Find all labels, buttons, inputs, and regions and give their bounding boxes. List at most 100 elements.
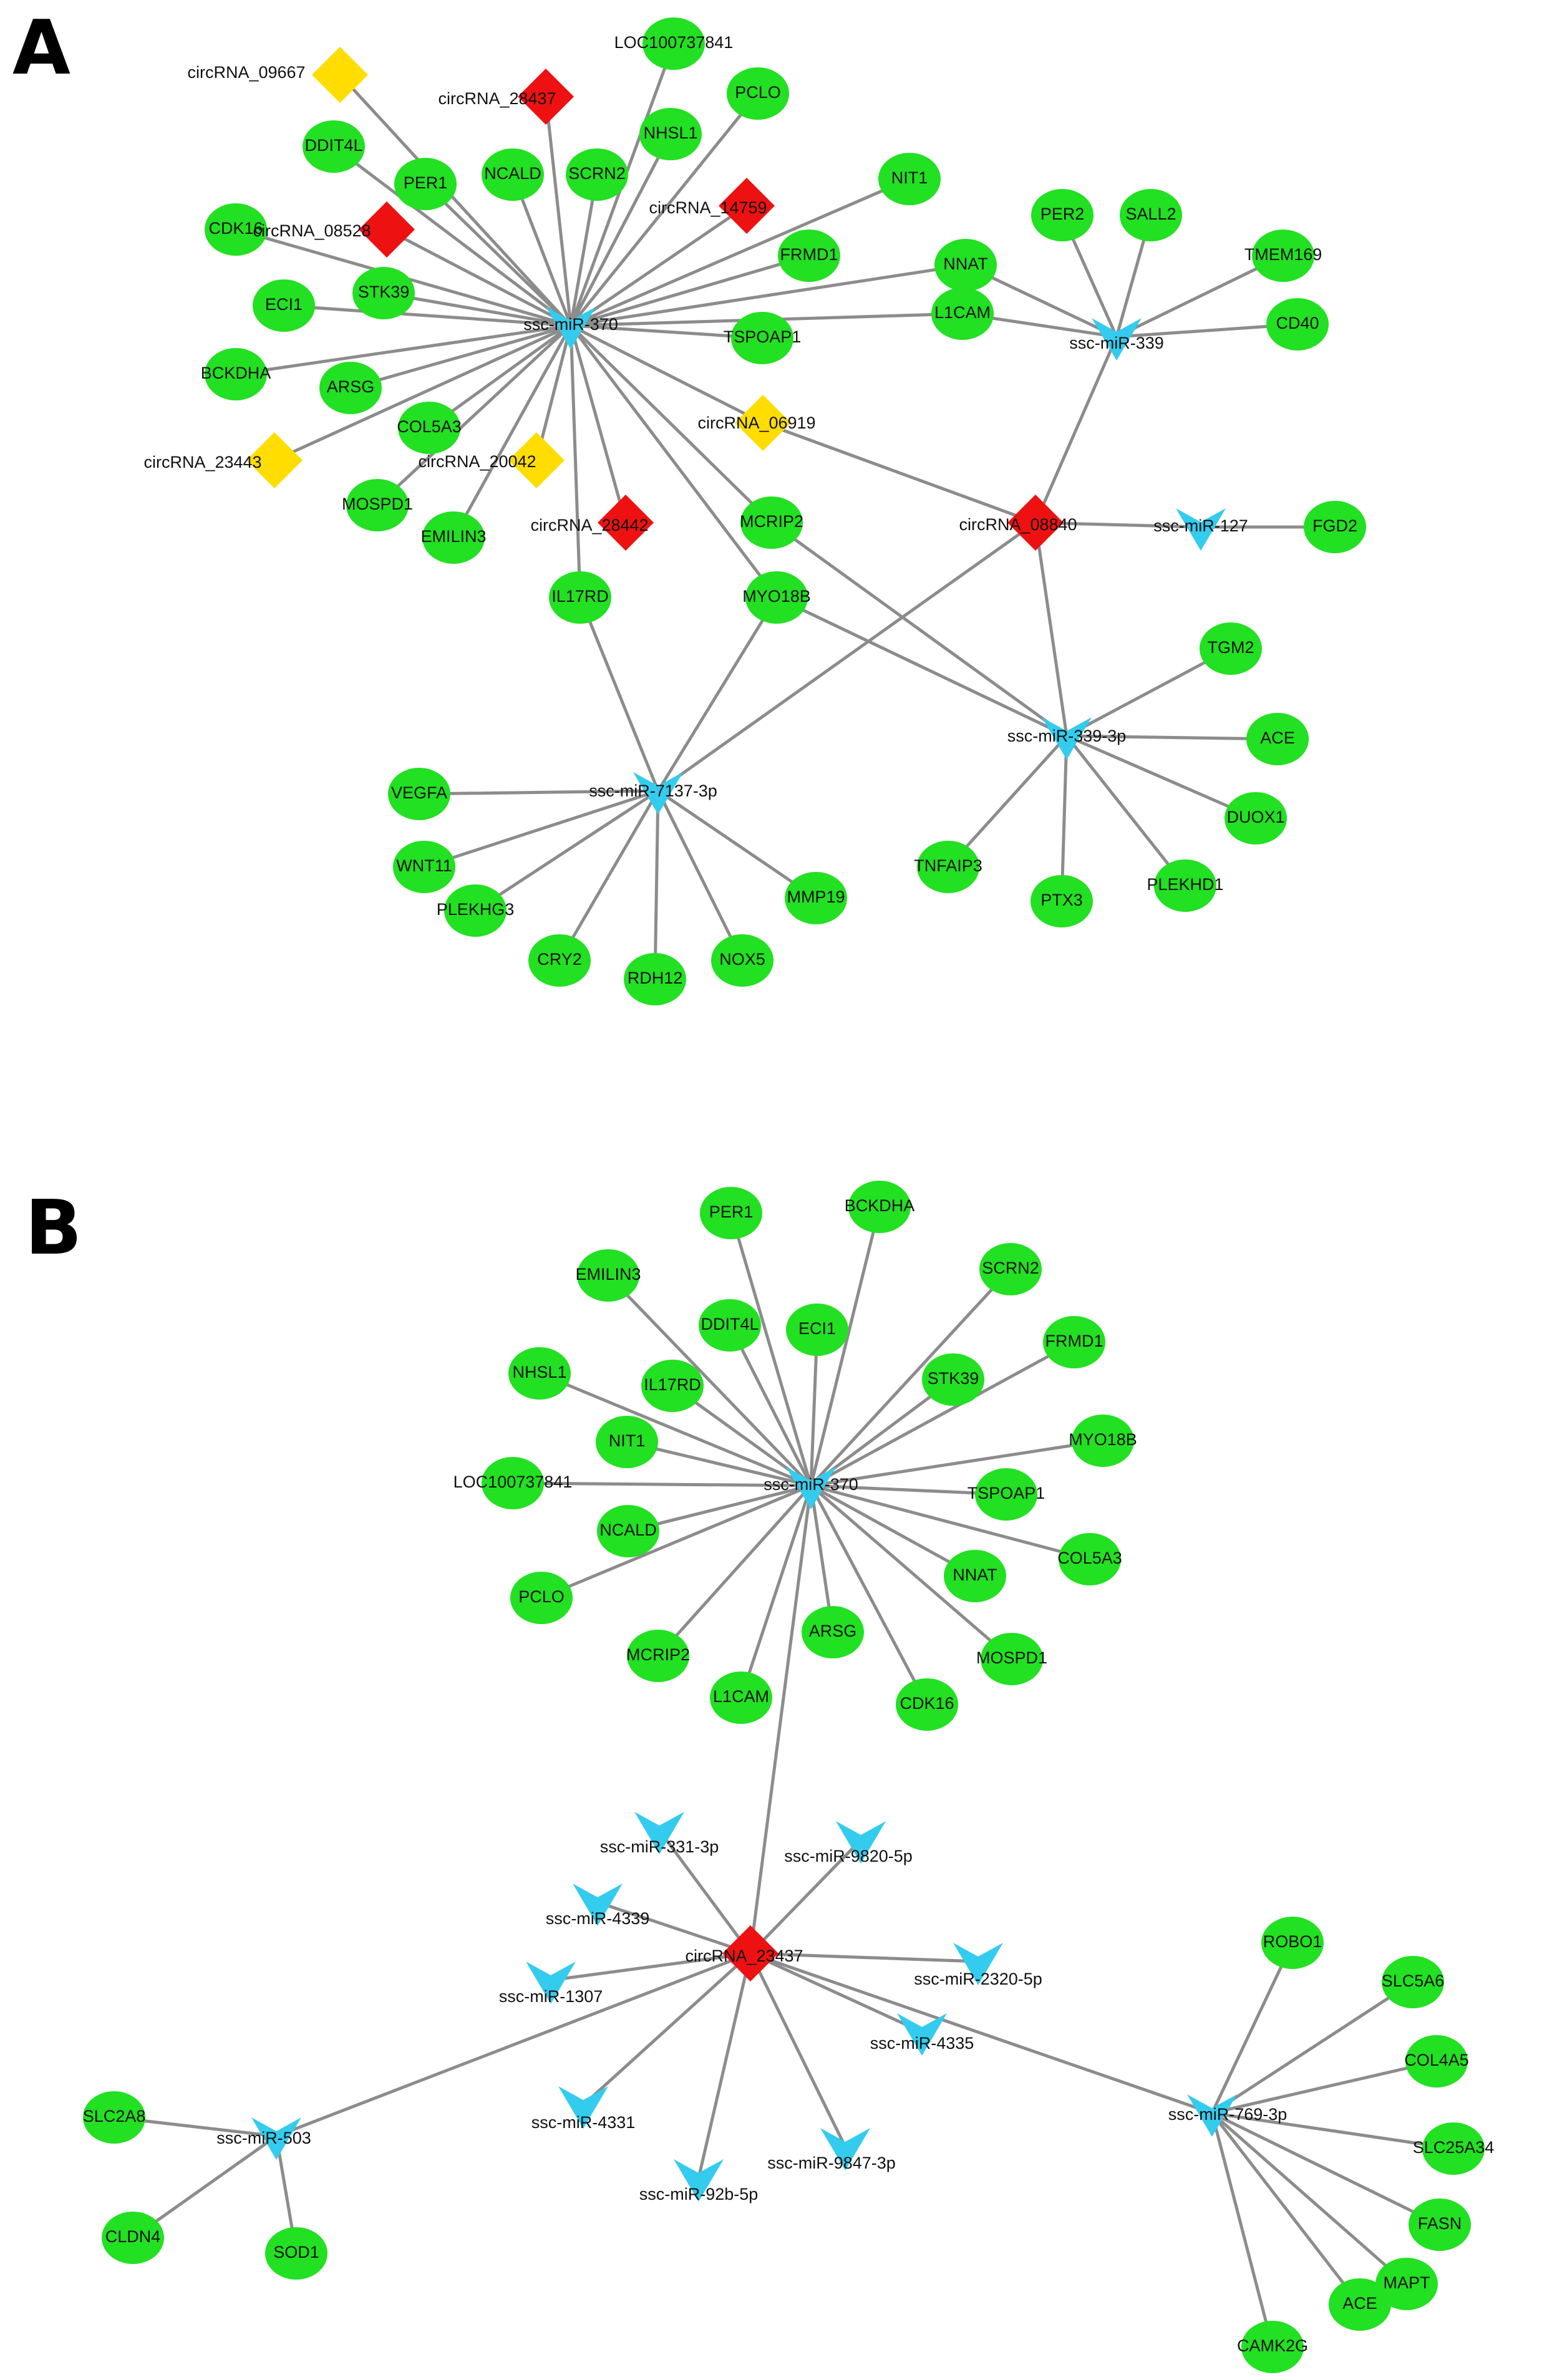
node-a-miR370[interactable]: ssc-miR-370 — [523, 307, 618, 349]
node-a-EMILIN3[interactable]: EMILIN3 — [420, 511, 487, 564]
node-a-STK39[interactable]: STK39 — [352, 267, 415, 319]
node-a-ECI1[interactable]: ECI1 — [253, 279, 315, 332]
node-a-circ-08840[interactable]: circRNA_08840 — [959, 495, 1077, 551]
node-a-circ-09667[interactable]: circRNA_09667 — [187, 47, 368, 103]
node-a-BCKDHA[interactable]: BCKDHA — [201, 348, 271, 400]
node-a-RDH12[interactable]: RDH12 — [624, 953, 686, 1005]
node-a-NNAT[interactable]: NNAT — [934, 239, 997, 291]
node-b-IL17RD[interactable]: IL17RD — [641, 1360, 704, 1412]
node-a-miR339[interactable]: ssc-miR-339 — [1069, 318, 1164, 360]
node-a-COL5A3[interactable]: COL5A3 — [397, 402, 462, 454]
node-b-LOC[interactable]: LOC100737841 — [453, 1457, 573, 1509]
node-a-circ-28437[interactable]: circRNA_28437 — [438, 69, 574, 125]
node-a-circ-23443[interactable]: circRNA_23443 — [143, 432, 303, 488]
node-a-SALL2[interactable]: SALL2 — [1120, 189, 1182, 241]
node-b-NNAT[interactable]: NNAT — [944, 1550, 1006, 1602]
node-b-NIT1[interactable]: NIT1 — [596, 1416, 658, 1468]
node-b-COL5A3[interactable]: COL5A3 — [1057, 1533, 1122, 1585]
node-a-WNT11[interactable]: WNT11 — [393, 841, 455, 893]
node-b-miR9820[interactable]: ssc-miR-9820-5p — [784, 1821, 913, 1865]
node-b-SLC25A34[interactable]: SLC25A34 — [1413, 2122, 1495, 2175]
node-a-MOSPD1[interactable]: MOSPD1 — [342, 479, 413, 531]
node-a-PER1[interactable]: PER1 — [394, 158, 457, 210]
node-a-CDK16[interactable]: CDK16 — [205, 203, 267, 256]
node-b-ROBO1[interactable]: ROBO1 — [1261, 1917, 1324, 1969]
node-b-STK39[interactable]: STK39 — [922, 1353, 984, 1406]
node-a-MCRIP2[interactable]: MCRIP2 — [740, 496, 803, 549]
node-a-circ-06919[interactable]: circRNA_06919 — [697, 395, 816, 451]
node-a-PLEKHG3[interactable]: PLEKHG3 — [437, 884, 515, 937]
node-b-CDK16[interactable]: CDK16 — [896, 1678, 958, 1731]
node-b-MCRIP2[interactable]: MCRIP2 — [626, 1630, 690, 1682]
node-a-MMP19[interactable]: MMP19 — [785, 872, 847, 924]
node-a-NCALD[interactable]: NCALD — [482, 148, 544, 201]
node-b-miR370[interactable]: ssc-miR-370 — [764, 1467, 858, 1509]
node-b-MYO18B[interactable]: MYO18B — [1069, 1415, 1137, 1467]
node-b-NCALD[interactable]: NCALD — [597, 1505, 659, 1557]
node-a-DUOX1[interactable]: DUOX1 — [1225, 792, 1287, 844]
node-a-CRY2[interactable]: CRY2 — [528, 934, 591, 987]
node-b-CLDN4[interactable]: CLDN4 — [102, 2212, 164, 2264]
node-b-ARSG[interactable]: ARSG — [802, 1606, 864, 1658]
node-a-NOX5[interactable]: NOX5 — [711, 934, 774, 987]
node-a-L1CAM[interactable]: L1CAM — [931, 288, 994, 340]
node-a-PLEKHD1[interactable]: PLEKHD1 — [1147, 859, 1224, 912]
node-b-miR4331[interactable]: ssc-miR-4331 — [531, 2086, 636, 2132]
node-b-miR4339[interactable]: ssc-miR-4339 — [546, 1884, 650, 1928]
node-a-miR7137[interactable]: ssc-miR-7137-3p — [589, 772, 717, 815]
node-b-FRMD1[interactable]: FRMD1 — [1043, 1316, 1105, 1368]
node-b-ACE[interactable]: ACE — [1329, 2278, 1391, 2331]
node-b-NHSL1[interactable]: NHSL1 — [508, 1347, 571, 1400]
node-a-PER2[interactable]: PER2 — [1031, 189, 1094, 241]
node-a-SCRN2[interactable]: SCRN2 — [566, 148, 628, 201]
node-b-PER1[interactable]: PER1 — [700, 1187, 762, 1239]
node-b-SOD1[interactable]: SOD1 — [265, 2227, 327, 2280]
node-a-circ-20042[interactable]: circRNA_20042 — [418, 432, 565, 488]
node-a-TGM2[interactable]: TGM2 — [1200, 622, 1262, 675]
node-b-COL4A5[interactable]: COL4A5 — [1404, 2035, 1469, 2087]
node-b-miR4335[interactable]: ssc-miR-4335 — [870, 2013, 974, 2056]
node-b-miR331[interactable]: ssc-miR-331-3p — [600, 1812, 719, 1856]
node-b-circ-23437[interactable]: circRNA_23437 — [685, 1925, 803, 1981]
node-b-miR503[interactable]: ssc-miR-503 — [216, 2117, 311, 2160]
node-b-FASN[interactable]: FASN — [1409, 2199, 1471, 2251]
node-b-BCKDHA[interactable]: BCKDHA — [845, 1181, 915, 1233]
node-b-CAMK2G[interactable]: CAMK2G — [1237, 2321, 1308, 2373]
node-a-MYO18B[interactable]: MYO18B — [742, 571, 811, 624]
node-a-TMEM169[interactable]: TMEM169 — [1244, 230, 1322, 282]
node-a-FGD2[interactable]: FGD2 — [1304, 501, 1366, 553]
node-a-PTX3[interactable]: PTX3 — [1031, 875, 1093, 927]
node-a-circ-14759[interactable]: circRNA_14759 — [649, 178, 775, 234]
node-b-SCRN2[interactable]: SCRN2 — [979, 1243, 1042, 1295]
node-b-TSPOAP1[interactable]: TSPOAP1 — [968, 1468, 1045, 1521]
node-b-miR9847[interactable]: ssc-miR-9847-3p — [767, 2128, 896, 2172]
node-a-NIT1[interactable]: NIT1 — [878, 153, 941, 205]
node-a-IL17RD[interactable]: IL17RD — [549, 571, 611, 624]
node-a-ARSG[interactable]: ARSG — [319, 362, 382, 414]
node-a-FRMD1[interactable]: FRMD1 — [778, 230, 840, 282]
node-a-circ-28442[interactable]: circRNA_28442 — [530, 495, 654, 551]
node-b-miR1307[interactable]: ssc-miR-1307 — [499, 1962, 603, 2006]
node-a-circ-08528[interactable]: circRNA_08528 — [253, 201, 415, 258]
node-b-PCLO[interactable]: PCLO — [510, 1572, 573, 1624]
node-b-L1CAM[interactable]: L1CAM — [710, 1671, 772, 1724]
node-a-LOC[interactable]: LOC100737841 — [614, 17, 734, 70]
node-a-DDIT4L[interactable]: DDIT4L — [303, 120, 365, 173]
node-a-ACE[interactable]: ACE — [1246, 713, 1309, 765]
node-b-DDIT4L[interactable]: DDIT4L — [699, 1299, 761, 1352]
node-b-SLC5A6[interactable]: SLC5A6 — [1382, 1956, 1445, 2008]
node-a-VEGFA[interactable]: VEGFA — [388, 768, 450, 820]
node-a-NHSL1[interactable]: NHSL1 — [639, 108, 702, 160]
node-b-miR769[interactable]: ssc-miR-769-3p — [1168, 2094, 1288, 2137]
node-a-TSPOAP1[interactable]: TSPOAP1 — [724, 312, 802, 364]
node-b-MAPT[interactable]: MAPT — [1375, 2258, 1438, 2310]
node-a-miR339-3p[interactable]: ssc-miR-339-3p — [1007, 717, 1127, 760]
node-b-miR92b[interactable]: ssc-miR-92b-5p — [639, 2159, 759, 2203]
node-b-MOSPD1[interactable]: MOSPD1 — [976, 1633, 1047, 1685]
node-a-miR127[interactable]: ssc-miR-127 — [1153, 508, 1248, 551]
node-b-SLC2A8[interactable]: SLC2A8 — [83, 2091, 146, 2144]
node-a-PCLO[interactable]: PCLO — [727, 67, 789, 120]
node-b-miR2320[interactable]: ssc-miR-2320-5p — [914, 1943, 1042, 1988]
node-a-TNFAIP3[interactable]: TNFAIP3 — [914, 841, 982, 893]
node-a-CD40[interactable]: CD40 — [1266, 298, 1329, 351]
